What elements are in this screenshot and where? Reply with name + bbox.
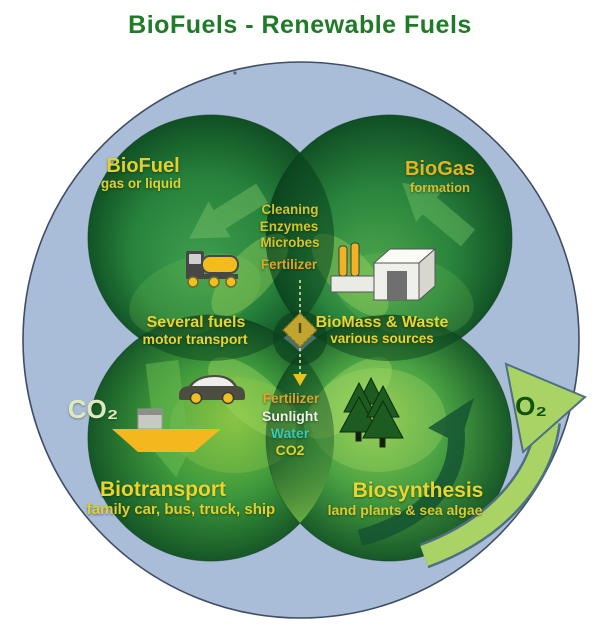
page-title: BioFuels - Renewable Fuels — [128, 11, 472, 39]
center-connector — [281, 280, 319, 386]
o2-label: O₂ — [515, 391, 547, 421]
right-overlap-line2: various sources — [330, 331, 434, 346]
co2-label: CO₂ — [67, 394, 119, 424]
down-arrowhead-icon — [293, 374, 307, 386]
right-overlap-line1: BioMass & Waste — [315, 314, 449, 331]
center-input-co2: CO2 — [275, 442, 305, 458]
center-input-sunlight: Sunlight — [262, 408, 318, 424]
ship-icon — [112, 408, 221, 452]
center-input-water: Water — [270, 425, 310, 441]
center-input-fertilizer-top: Fertilizer — [260, 257, 318, 272]
tanker-truck-icon — [186, 251, 239, 288]
biogas-title: BioGas — [404, 158, 476, 180]
car-icon — [179, 375, 245, 405]
speck-dot — [233, 71, 237, 75]
pine-trees-icon — [339, 376, 404, 448]
biofuel-arrow-icon — [189, 183, 268, 239]
biotransport-subtitle: family car, bus, truck, ship — [86, 501, 276, 518]
biosynthesis-subtitle: land plants & sea algae — [327, 502, 483, 518]
biogas-arrow-icon — [402, 182, 476, 247]
left-overlap-line1: Several fuels — [146, 314, 246, 331]
biofuel-subtitle: gas or liquid — [100, 176, 182, 191]
center-input-cleaning: Cleaning — [261, 202, 319, 217]
biofuel-title: BioFuel — [106, 155, 180, 177]
o2-arrow-icon — [419, 362, 587, 569]
biosynthesis-arrow-icon — [357, 398, 474, 547]
biotransport-title: Biotransport — [100, 478, 226, 501]
center-input-enzymes: Enzymes — [259, 219, 319, 234]
left-overlap-line2: motor transport — [142, 331, 248, 347]
center-input-fertilizer-bottom: Fertilizer — [262, 391, 320, 406]
biogas-subtitle: formation — [410, 180, 470, 195]
biosynthesis-title: Biosynthesis — [352, 479, 484, 502]
center-input-microbes: Microbes — [260, 235, 320, 250]
overlap-lenses — [139, 153, 461, 523]
biogas-plant-icon — [330, 242, 437, 302]
